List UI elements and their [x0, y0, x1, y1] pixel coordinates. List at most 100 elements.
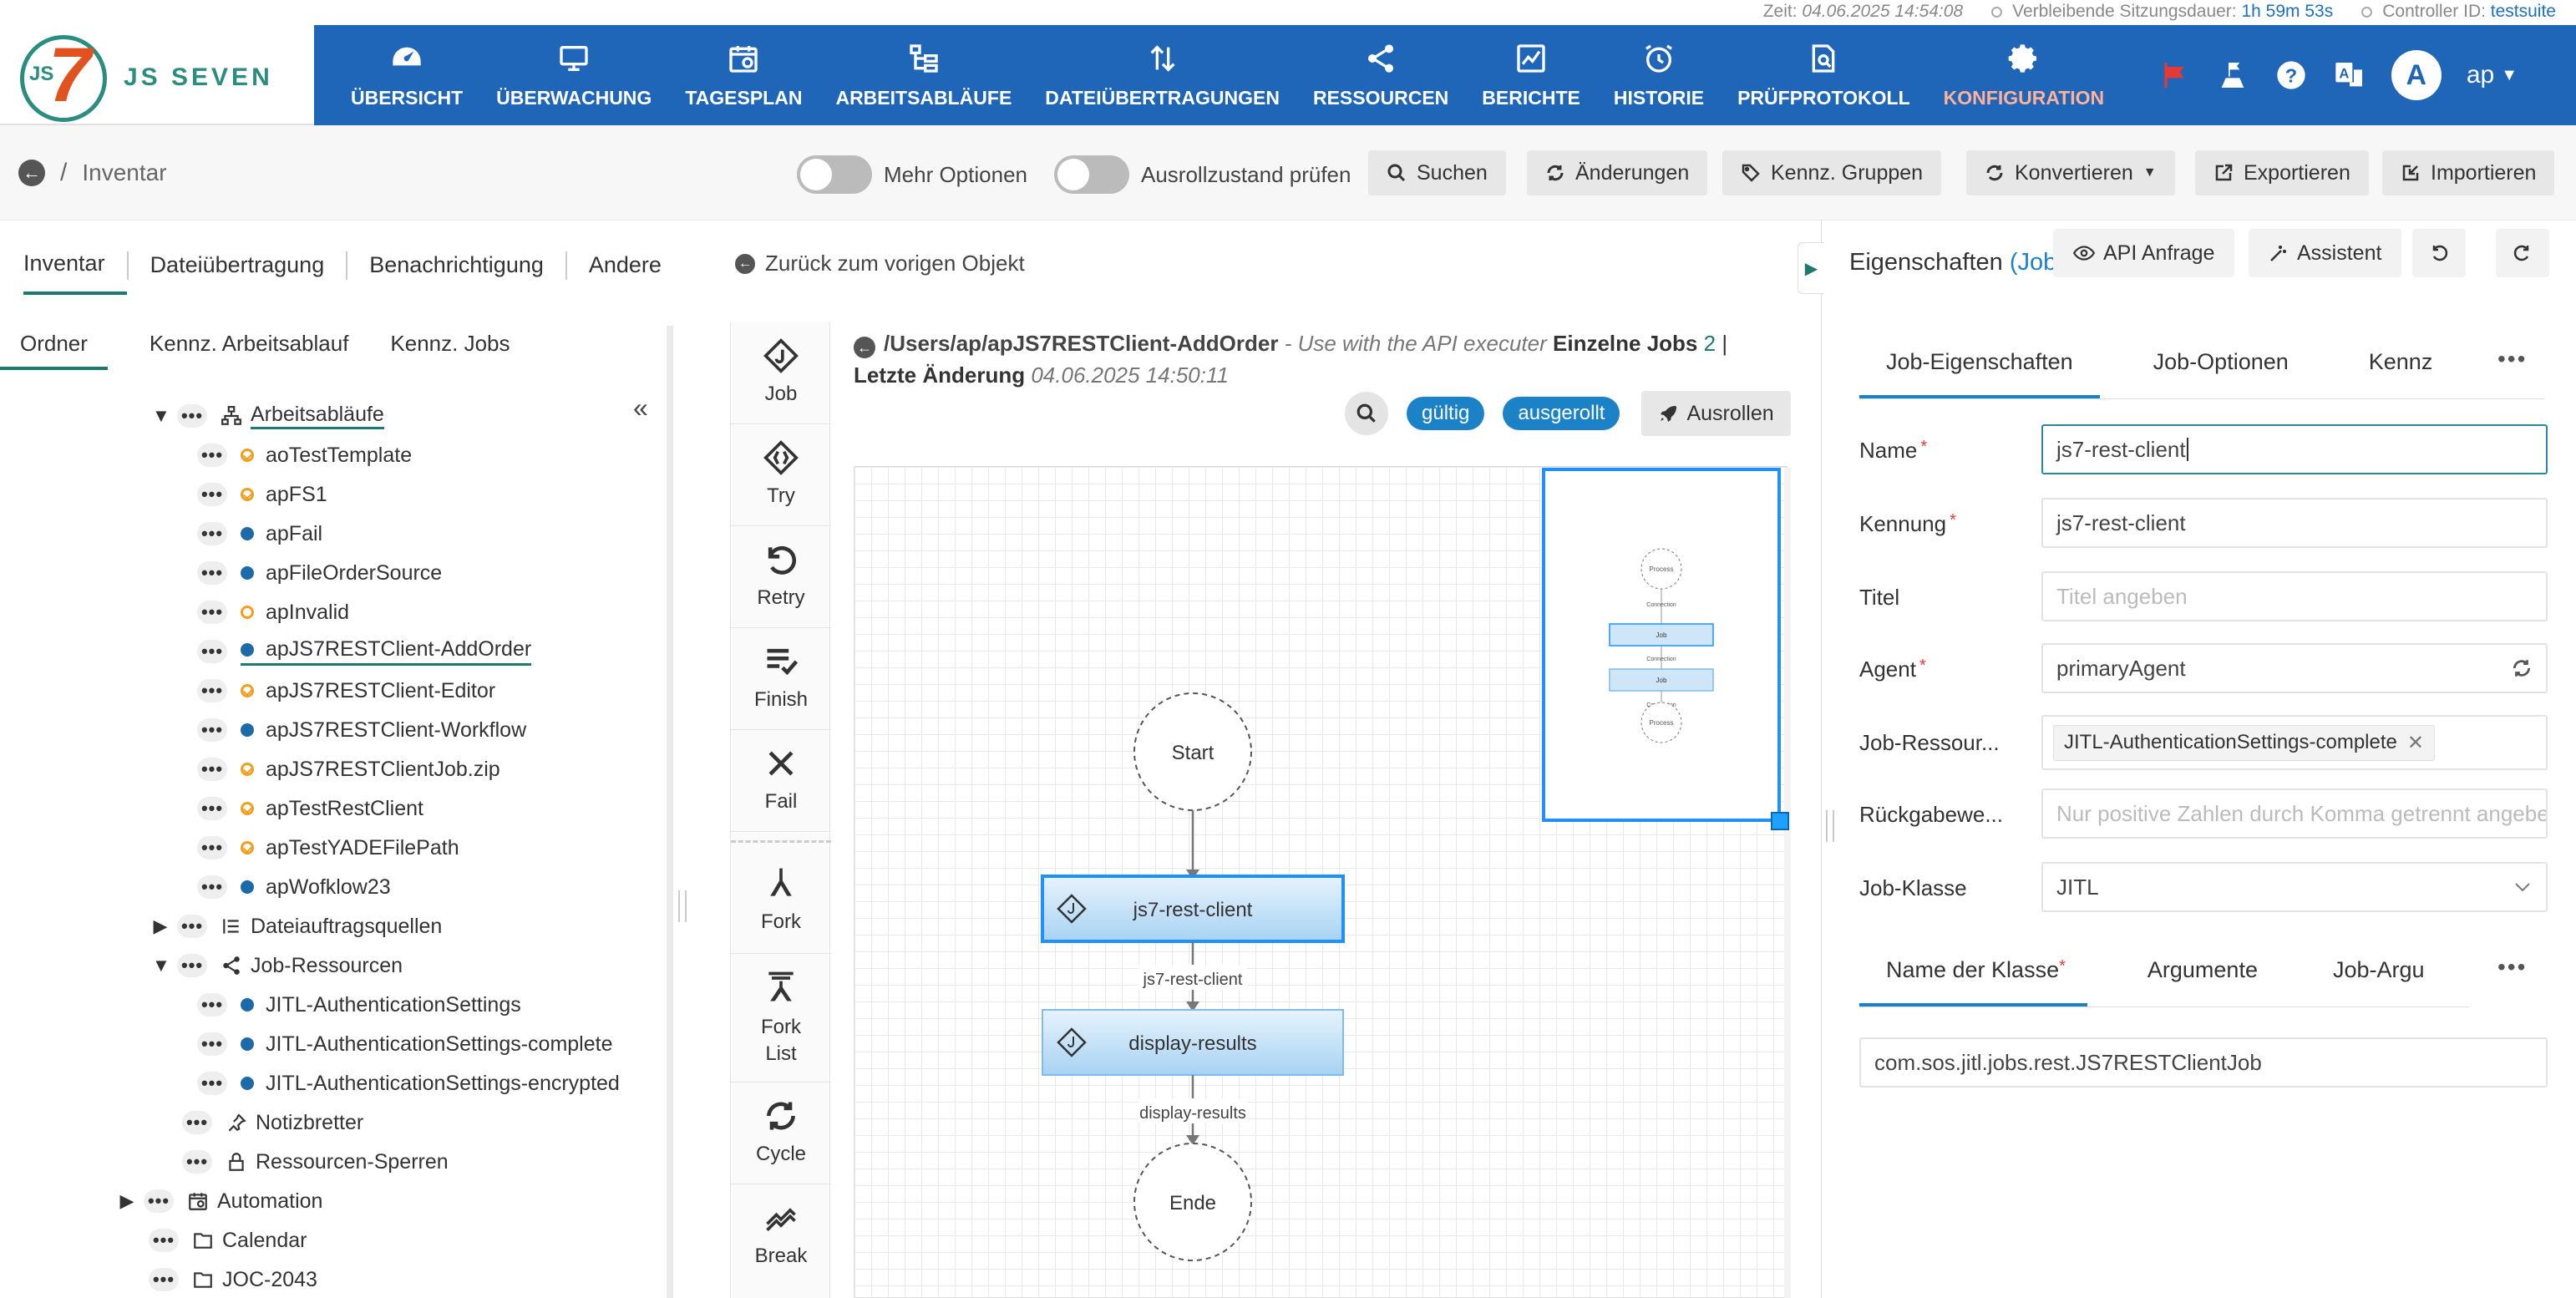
tree-folder-workflows[interactable]: ▼••• Arbeitsabläufe — [152, 398, 384, 434]
more-icon[interactable]: ••• — [197, 836, 227, 859]
tree-folder-automation[interactable]: ▶••• Automation — [119, 1189, 323, 1213]
user-menu[interactable]: ap▼ — [2466, 61, 2518, 89]
job-node-js7-rest-client[interactable]: js7-rest-client — [1041, 875, 1345, 943]
tree-item[interactable]: •••aoTestTemplate — [197, 437, 412, 474]
palette-try[interactable]: Try — [731, 424, 831, 526]
refresh-icon[interactable] — [2511, 657, 2533, 679]
tab-file-transfer[interactable]: Dateiübertragung — [150, 252, 325, 277]
agent-field[interactable]: primaryAgent — [2041, 643, 2548, 693]
nav-dailyplan[interactable]: TAGESPLAN — [668, 25, 819, 125]
nav-file-transfers[interactable]: DATEIÜBERTRAGUNGEN — [1028, 25, 1296, 125]
caret-down-icon[interactable]: ▼ — [152, 955, 170, 976]
import-button[interactable]: Importieren — [2382, 150, 2555, 195]
more-icon[interactable]: ••• — [144, 1189, 174, 1213]
more-icon[interactable]: ••• — [197, 1032, 227, 1056]
toggle-switch[interactable] — [797, 155, 872, 194]
tab-job-properties[interactable]: Job-Eigenschaften — [1859, 349, 2100, 398]
minimap-resize-handle[interactable] — [1771, 812, 1789, 830]
name-field[interactable]: js7-rest-client — [2041, 424, 2548, 474]
tab-folders[interactable]: Ordner — [0, 331, 108, 370]
more-icon[interactable]: ••• — [197, 483, 227, 506]
more-icon[interactable]: ••• — [197, 993, 227, 1017]
tree-folder-calendar[interactable]: ••• Calendar — [149, 1222, 307, 1259]
nav-resources[interactable]: RESSOURCEN — [1296, 25, 1465, 125]
export-button[interactable]: Exportieren — [2195, 150, 2369, 195]
minimap-scrollbar[interactable] — [1784, 468, 1791, 1298]
workflow-minimap[interactable]: Process Connection Job Connection Job Co… — [1542, 468, 1781, 822]
caret-down-icon[interactable]: ▼ — [152, 405, 170, 426]
palette-fail[interactable]: Fail — [731, 730, 831, 832]
more-icon[interactable]: ••• — [197, 718, 227, 742]
tab-class-name[interactable]: Name der Klasse* — [1859, 957, 2087, 1006]
tree-folder-boards[interactable]: ••• Notizbretter — [182, 1104, 363, 1141]
end-node[interactable]: Ende — [1133, 1143, 1252, 1261]
deploy-button[interactable]: Ausrollen — [1641, 391, 1791, 436]
tree-item-selected[interactable]: •••apJS7RESTClient-AddOrder — [197, 633, 532, 670]
more-icon[interactable]: ••• — [197, 1072, 227, 1095]
avatar[interactable]: A — [2391, 50, 2442, 100]
palette-retry[interactable]: Retry — [731, 526, 831, 628]
tag-groups-button[interactable]: Kennz. Gruppen — [1722, 150, 1942, 195]
tree-folder-file-order-sources[interactable]: ▶••• Dateiauftragsquellen — [153, 914, 443, 938]
redo-button[interactable] — [2496, 229, 2549, 277]
tree-scrollbar[interactable] — [667, 326, 673, 1298]
collapse-tree-icon[interactable]: « — [633, 393, 648, 423]
tab-inventory[interactable]: Inventar — [23, 251, 127, 295]
changes-button[interactable]: Änderungen — [1527, 150, 1708, 195]
nav-workflows[interactable]: ARBEITSABLÄUFE — [819, 25, 1028, 125]
nav-monitor[interactable]: ÜBERWACHUNG — [479, 25, 668, 125]
back-arrow-icon[interactable]: ← — [854, 337, 875, 358]
palette-fork[interactable]: Fork — [731, 850, 831, 954]
tree-item[interactable]: •••JITL-AuthenticationSettings-encrypted — [197, 1065, 620, 1102]
tab-arguments[interactable]: Argumente — [2147, 957, 2258, 982]
panel-resize-handle[interactable] — [678, 890, 687, 922]
more-options-toggle[interactable]: Mehr Optionen — [797, 155, 1027, 194]
tree-item[interactable]: •••apFileOrderSource — [197, 555, 442, 591]
tab-job-options[interactable]: Job-Optionen — [2153, 349, 2289, 374]
more-icon[interactable]: ••• — [149, 1229, 179, 1252]
check-rollout-toggle[interactable]: Ausrollzustand prüfen — [1054, 155, 1351, 194]
more-icon[interactable]: ••• — [197, 640, 227, 663]
undo-button[interactable] — [2412, 229, 2466, 277]
nav-configuration[interactable]: KONFIGURATION — [1927, 25, 2122, 125]
more-icon[interactable]: ••• — [182, 1150, 212, 1174]
tree-item[interactable]: •••apFail — [197, 515, 322, 552]
title-field[interactable]: Titel angeben — [2041, 571, 2548, 621]
tree-item[interactable]: •••JITL-AuthenticationSettings — [197, 986, 521, 1023]
job-node-display-results[interactable]: display-results — [1042, 1009, 1344, 1076]
tab-other[interactable]: Andere — [588, 252, 662, 277]
more-tabs-icon[interactable]: ••• — [2497, 346, 2528, 372]
more-icon[interactable]: ••• — [197, 444, 227, 467]
tree-item[interactable]: •••apJS7RESTClientJob.zip — [197, 751, 500, 788]
close-icon[interactable]: ✕ — [2406, 731, 2424, 754]
tree-item[interactable]: •••apWofklow23 — [197, 869, 391, 905]
back-arrow-icon[interactable]: ← — [18, 160, 45, 186]
flag-icon[interactable] — [2158, 58, 2191, 92]
tab-job-arguments[interactable]: Job-Argu — [2332, 957, 2425, 982]
nav-audit-log[interactable]: PRÜFPROTOKOLL — [1721, 25, 1927, 125]
tree-item[interactable]: •••JITL-AuthenticationSettings-complete — [197, 1026, 613, 1062]
tree-item[interactable]: •••apInvalid — [197, 594, 349, 631]
tree-item[interactable]: •••apTestRestClient — [197, 790, 423, 827]
more-icon[interactable]: ••• — [197, 797, 227, 820]
panel-resize-handle[interactable] — [1826, 810, 1834, 842]
tree-item[interactable]: •••apJS7RESTClient-Editor — [197, 672, 495, 709]
assistant-button[interactable]: Assistent — [2249, 229, 2402, 277]
panel-toggle-icon[interactable]: ▶ — [1798, 242, 1824, 294]
tree-folder-locks[interactable]: ••• Ressourcen-Sperren — [182, 1143, 449, 1180]
more-icon[interactable]: ••• — [197, 522, 227, 545]
more-tabs-icon[interactable]: ••• — [2497, 954, 2528, 980]
tab-notification[interactable]: Benachrichtigung — [369, 252, 544, 277]
tree-folder-job-resources[interactable]: ▼••• Job-Ressourcen — [152, 953, 403, 977]
more-icon[interactable]: ••• — [197, 679, 227, 702]
back-to-previous-link[interactable]: ← Zurück zum vorigen Objekt — [735, 251, 1025, 276]
nav-overview[interactable]: ÜBERSICHT — [334, 25, 479, 125]
tab-job-tags[interactable]: Kennz. Jobs — [390, 331, 510, 356]
more-icon[interactable]: ••• — [197, 758, 227, 781]
caret-right-icon[interactable]: ▶ — [153, 915, 168, 936]
flag-map-icon[interactable] — [2216, 58, 2249, 92]
job-class-select[interactable]: JITL — [2041, 862, 2548, 912]
tree-item[interactable]: •••apFS1 — [197, 476, 327, 513]
class-name-field[interactable]: com.sos.jitl.jobs.rest.JS7RESTClientJob — [1859, 1037, 2548, 1088]
id-field[interactable]: js7-rest-client — [2041, 498, 2548, 548]
